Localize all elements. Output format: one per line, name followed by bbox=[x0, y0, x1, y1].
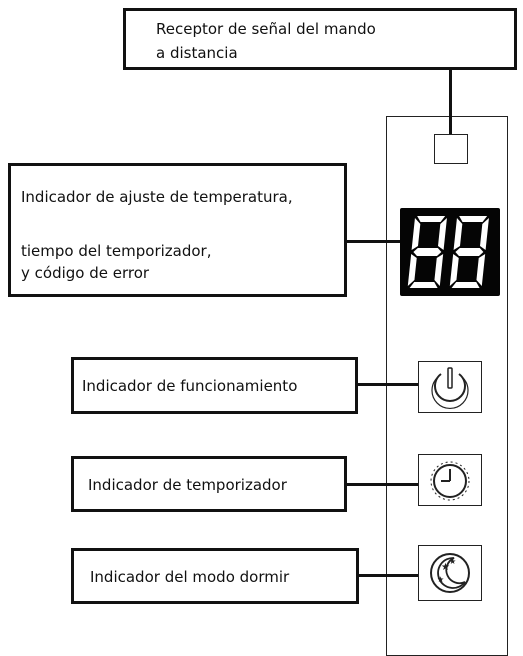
svg-text:★: ★ bbox=[437, 575, 444, 584]
label-operation-text: Indicador de funcionamiento bbox=[82, 377, 298, 395]
label-timer-indicator: Indicador de temporizador bbox=[71, 456, 347, 512]
label-temperature-indicator: Indicador de ajuste de temperatura, tiem… bbox=[8, 163, 347, 297]
label-remote-receiver: Receptor de señal del mando a distancia bbox=[123, 8, 517, 70]
power-connector bbox=[358, 383, 418, 386]
label-remote-receiver-line2: a distancia bbox=[156, 44, 238, 62]
label-remote-receiver-line1: Receptor de señal del mando bbox=[156, 20, 376, 38]
sleep-moon-stars-icon: ★ ★ ★ bbox=[430, 553, 470, 593]
label-sleep-indicator: Indicador del modo dormir bbox=[71, 548, 359, 604]
remote-receiver-window bbox=[434, 134, 468, 164]
timer-connector bbox=[347, 483, 418, 486]
label-operation-indicator: Indicador de funcionamiento bbox=[71, 357, 358, 414]
receiver-connector-vertical bbox=[449, 70, 452, 134]
power-indicator bbox=[418, 361, 482, 413]
label-temperature-line1: Indicador de ajuste de temperatura, bbox=[21, 188, 293, 206]
seven-segment-digits bbox=[407, 216, 489, 288]
sleep-indicator: ★ ★ ★ bbox=[418, 545, 482, 601]
power-icon bbox=[431, 367, 469, 409]
label-timer-text: Indicador de temporizador bbox=[88, 476, 287, 494]
sleep-connector bbox=[359, 574, 418, 577]
label-temperature-line2: tiempo del temporizador, bbox=[21, 242, 212, 260]
svg-text:★: ★ bbox=[441, 562, 450, 573]
label-temperature-line3: y código de error bbox=[21, 264, 150, 282]
timer-clock-icon bbox=[430, 461, 470, 501]
digit-display bbox=[400, 208, 500, 296]
svg-text:★: ★ bbox=[449, 557, 456, 566]
label-sleep-text: Indicador del modo dormir bbox=[90, 568, 290, 586]
display-connector bbox=[347, 240, 400, 243]
timer-indicator bbox=[418, 454, 482, 506]
